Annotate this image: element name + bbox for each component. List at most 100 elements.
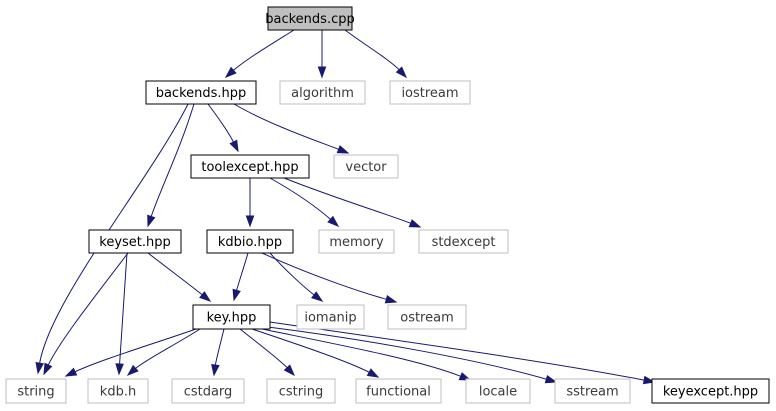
- node-label: keyexcept.hpp: [663, 385, 758, 400]
- edge-keyset-hpp-to-kdb-h: [115, 252, 128, 376]
- node-box: [145, 80, 257, 105]
- edge-backends-hpp-to-keyset-hpp: [147, 103, 195, 228]
- edge-line: [269, 252, 316, 296]
- node-label: backends.hpp: [156, 86, 247, 101]
- node-functional: functional: [355, 378, 442, 404]
- node-toolexcept-hpp[interactable]: toolexcept.hpp: [190, 154, 310, 179]
- edge-arrowhead: [229, 139, 239, 153]
- node-label: vector: [345, 160, 387, 175]
- edge-arrowhead: [336, 145, 350, 154]
- edge-key-hpp-to-kdb-h: [126, 328, 201, 376]
- node-label: stdexcept: [432, 235, 496, 250]
- node-label: locale: [479, 385, 517, 400]
- node-box: [87, 378, 149, 404]
- node-box: [88, 229, 182, 254]
- node-box: [318, 229, 395, 254]
- edge-line: [261, 252, 388, 301]
- node-box: [389, 80, 471, 105]
- node-cstring: cstring: [266, 378, 336, 404]
- node-box: [333, 154, 399, 179]
- edge-toolexcept-hpp-to-stdexcept: [283, 177, 422, 228]
- edge-line: [233, 103, 340, 151]
- node-label: backends.cpp: [265, 12, 354, 27]
- node-box: [5, 378, 67, 404]
- edge-key-hpp-to-locale: [261, 328, 472, 381]
- edge-line: [269, 321, 646, 381]
- node-keyexcept-hpp[interactable]: keyexcept.hpp: [651, 378, 770, 404]
- edge-arrowhead: [115, 363, 124, 376]
- node-box: [279, 80, 366, 105]
- edge-arrowhead: [311, 291, 324, 302]
- edge-toolexcept-hpp-to-kdbio-hpp: [245, 177, 255, 228]
- edge-line: [251, 328, 371, 374]
- edge-line: [73, 328, 197, 373]
- node-locale: locale: [465, 378, 531, 404]
- node-label: cstdarg: [184, 385, 233, 400]
- node-backends-hpp[interactable]: backends.hpp: [145, 80, 257, 105]
- edge-arrowhead: [642, 375, 656, 385]
- edge-backends-hpp-to-vector: [233, 103, 350, 154]
- edge-arrowhead: [458, 372, 472, 381]
- edge-line: [150, 103, 195, 218]
- node-box: [296, 304, 365, 330]
- node-kdb-h: kdb.h: [87, 378, 149, 404]
- edge-line: [119, 252, 128, 366]
- edge-line: [47, 252, 129, 367]
- node-label: string: [17, 385, 54, 400]
- node-box: [465, 378, 531, 404]
- edge-line: [269, 177, 332, 221]
- edge-backends-cpp-to-iostream: [344, 29, 408, 79]
- node-label: iomanip: [304, 311, 356, 326]
- node-box: [171, 378, 245, 404]
- node-label: kdbio.hpp: [218, 235, 282, 250]
- edge-arrowhead: [64, 367, 78, 377]
- node-iostream: iostream: [389, 80, 471, 105]
- edge-key-hpp-to-cstring: [239, 328, 296, 377]
- node-box: [554, 378, 631, 404]
- node-keyset-hpp[interactable]: keyset.hpp: [88, 229, 182, 254]
- edge-arrowhead: [384, 295, 398, 304]
- edge-line: [232, 29, 295, 72]
- edge-arrowhead: [366, 368, 380, 378]
- node-box: [266, 378, 336, 404]
- node-iomanip: iomanip: [296, 304, 365, 330]
- edge-arrowhead: [245, 215, 255, 228]
- node-cstdarg: cstdarg: [171, 378, 245, 404]
- edge-line: [207, 103, 235, 144]
- edge-arrowhead: [395, 66, 408, 79]
- edge-arrowhead: [544, 374, 558, 384]
- node-box: [267, 6, 353, 31]
- node-box: [418, 229, 509, 254]
- edge-key-hpp-to-sstream: [267, 326, 558, 384]
- edge-arrowhead: [327, 215, 340, 227]
- edge-keyset-hpp-to-string: [43, 252, 129, 376]
- node-label: cstring: [279, 385, 323, 400]
- edge-toolexcept-hpp-to-memory: [269, 177, 340, 227]
- edge-arrowhead: [199, 291, 212, 302]
- edge-backends-hpp-to-toolexcept-hpp: [207, 103, 239, 153]
- edge-arrowhead: [43, 362, 53, 376]
- edge-arrowhead: [317, 66, 327, 79]
- node-key-hpp[interactable]: key.hpp: [192, 304, 271, 330]
- node-backends-cpp[interactable]: backends.cpp: [265, 6, 355, 31]
- edge-arrowhead: [224, 66, 237, 78]
- node-memory: memory: [318, 229, 395, 254]
- edge-arrowhead: [147, 214, 156, 228]
- edge-arrowhead: [35, 361, 44, 375]
- edge-arrowhead: [408, 219, 422, 228]
- edge-arrowhead: [211, 364, 220, 377]
- edge-line: [239, 328, 289, 369]
- edge-line: [134, 328, 201, 370]
- edge-line: [214, 328, 225, 367]
- node-ostream: ostream: [387, 304, 467, 330]
- node-label: sstream: [566, 385, 618, 400]
- edge-line: [267, 326, 548, 380]
- edge-key-hpp-to-functional: [251, 328, 380, 378]
- node-box: [651, 378, 770, 404]
- node-stdexcept: stdexcept: [418, 229, 509, 254]
- node-kdbio-hpp[interactable]: kdbio.hpp: [206, 229, 294, 254]
- node-sstream: sstream: [554, 378, 631, 404]
- node-box: [190, 154, 310, 179]
- edge-backends-cpp-to-backends-hpp: [224, 29, 295, 78]
